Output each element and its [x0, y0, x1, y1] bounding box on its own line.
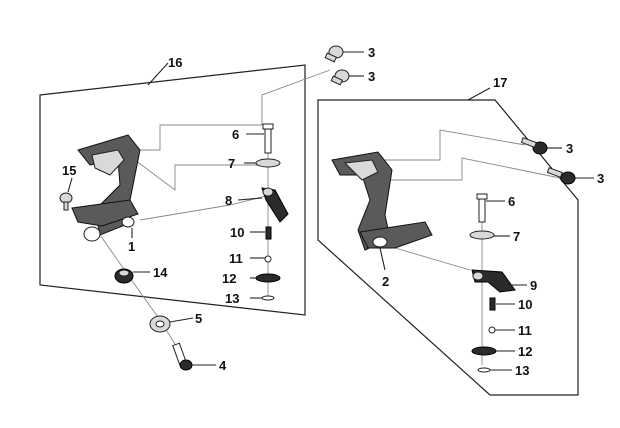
callout-8: 8 — [225, 193, 232, 208]
left-washer-5 — [149, 315, 171, 333]
left-bracket — [71, 134, 141, 242]
right-bracket — [331, 151, 433, 251]
right-assembly-frame — [317, 99, 579, 396]
callout-12: 12 — [222, 271, 236, 286]
callout-1: 1 — [128, 239, 135, 254]
callout-12: 12 — [518, 344, 532, 359]
right-plate-12 — [471, 346, 497, 356]
callout-11: 11 — [229, 251, 243, 266]
left-bolt-3a — [324, 45, 344, 63]
callout-13: 13 — [225, 291, 239, 306]
right-bolt-3d — [546, 167, 576, 185]
right-ball-11 — [488, 326, 496, 334]
callout-11: 11 — [518, 323, 532, 338]
left-pin-6 — [262, 123, 274, 154]
left-rivet-15 — [59, 192, 73, 211]
callout-5: 5 — [195, 311, 202, 326]
callout-3: 3 — [368, 45, 375, 60]
callout-3: 3 — [597, 171, 604, 186]
guide-lines — [99, 69, 561, 365]
right-footpeg-9 — [471, 269, 516, 293]
callout-14: 14 — [153, 265, 168, 280]
left-plate-12 — [255, 273, 281, 283]
leader-lines — [67, 51, 594, 371]
right-clip-13 — [477, 367, 491, 373]
callout-7: 7 — [228, 156, 235, 171]
left-bushing-14 — [114, 268, 134, 284]
callout-7: 7 — [513, 229, 520, 244]
left-clip-13 — [261, 295, 275, 301]
left-footpeg-8 — [261, 187, 289, 223]
right-spring-10 — [489, 297, 496, 311]
left-bolt-3b — [330, 69, 350, 86]
callout-6: 6 — [232, 127, 239, 142]
right-washer-7 — [469, 230, 495, 240]
left-assembly-frame — [39, 64, 306, 316]
callout-15: 15 — [62, 163, 76, 178]
callout-13: 13 — [515, 363, 529, 378]
left-washer-7 — [255, 158, 281, 168]
left-bolt-4 — [172, 342, 193, 371]
right-bolt-3c — [520, 137, 548, 155]
callout-4: 4 — [219, 358, 227, 373]
left-spring-10 — [265, 226, 272, 240]
callout-10: 10 — [518, 297, 532, 312]
callout-17: 17 — [493, 75, 507, 90]
callout-3: 3 — [368, 69, 375, 84]
callout-3: 3 — [566, 141, 573, 156]
callout-6: 6 — [508, 194, 515, 209]
left-ball-11 — [264, 255, 272, 263]
callout-2: 2 — [382, 274, 389, 289]
callout-9: 9 — [530, 278, 537, 293]
callout-10: 10 — [230, 225, 244, 240]
right-pin-6 — [476, 193, 488, 223]
callout-16: 16 — [168, 55, 182, 70]
